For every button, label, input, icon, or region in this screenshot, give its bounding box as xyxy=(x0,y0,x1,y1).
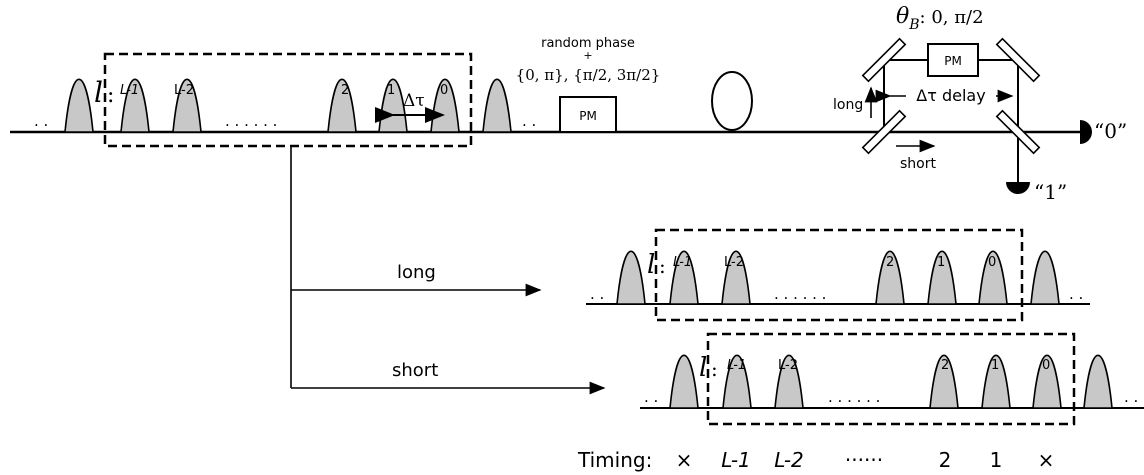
long-pulse-train: . . . . . . . . . . l : L-1 L-2 2 1 0 xyxy=(586,228,1090,322)
delay-label-bg xyxy=(906,84,996,106)
short-pulse-1 xyxy=(722,354,752,409)
timing-label: Timing: xyxy=(577,448,652,472)
top-middle-dots: . . . . . . xyxy=(225,112,277,130)
timing-slot-x-end: × xyxy=(1038,448,1055,472)
top-pulse-6 xyxy=(482,78,512,133)
long-pulse-label-L-1: L-1 xyxy=(673,255,692,270)
short-branch-label: short xyxy=(392,360,438,381)
long-l-colon: : xyxy=(659,254,666,278)
long-middle-dots: . . . . . . xyxy=(774,285,826,303)
short-l-colon: : xyxy=(711,357,718,381)
alice-pm-label: PM xyxy=(579,109,597,123)
timing-slot-ellipsis: ······ xyxy=(845,448,883,472)
short-pulse-6 xyxy=(1083,354,1113,409)
top-frame-box xyxy=(103,52,473,148)
top-l-colon: : xyxy=(107,83,114,108)
bob-pm-box xyxy=(927,43,979,77)
delta-tau-label: Δτ xyxy=(403,91,425,111)
mirror-top-right xyxy=(995,37,1041,83)
top-pulse-0 xyxy=(64,78,94,133)
short-pulse-2 xyxy=(774,354,804,409)
bs-out xyxy=(995,109,1041,155)
top-l-label: l xyxy=(94,76,103,109)
short-pulse-4 xyxy=(981,354,1011,409)
long-pulse-label-0: 0 xyxy=(988,255,996,270)
plus-label: + xyxy=(583,49,592,62)
long-pulse-1 xyxy=(669,250,699,305)
branch-tree: long short xyxy=(290,146,606,395)
detector1-label: “1” xyxy=(1034,180,1067,204)
top-pulse-2 xyxy=(172,78,202,133)
top-pulse-3 xyxy=(327,78,357,133)
long-pulse-5 xyxy=(978,250,1008,305)
top-lead-dots: . . xyxy=(34,112,48,130)
timing-slot-x-start: × xyxy=(676,448,693,472)
short-pulse-0 xyxy=(669,354,699,409)
top-pulse-label-L-1: L-1 xyxy=(120,83,139,98)
long-pulse-label-2: 2 xyxy=(886,255,894,270)
top-trail-dots: . . xyxy=(522,112,536,130)
bob-long-label: long xyxy=(833,97,863,113)
theta-b-label: θB: 0, π/2 xyxy=(896,4,984,33)
short-middle-dots: . . . . . . xyxy=(828,388,880,406)
long-pulse-0 xyxy=(616,250,646,305)
top-pulse-label-1: 1 xyxy=(387,83,395,98)
fiber-spool xyxy=(711,71,753,131)
long-pulse-label-L-2: L-2 xyxy=(724,255,744,270)
short-trail-dots: . . xyxy=(1124,388,1138,406)
alice-pm-box xyxy=(559,96,617,133)
long-pulse-4 xyxy=(927,250,957,305)
short-pulse-label-1: 1 xyxy=(991,358,999,373)
top-pulse-1 xyxy=(120,78,150,133)
top-pulse-label-2: 2 xyxy=(341,83,349,98)
short-pulse-label-0: 0 xyxy=(1042,358,1050,373)
short-pulse-3 xyxy=(929,354,959,409)
timing-slot-2: 2 xyxy=(939,448,952,472)
bob-pm-label: PM xyxy=(944,54,962,68)
long-l-label: l xyxy=(647,250,655,280)
top-pulse-label-0: 0 xyxy=(440,83,448,98)
bob-interferometer: θB: 0, π/2 PM long Δτ delay short “0” “1… xyxy=(833,4,1127,204)
short-pulse-label-2: 2 xyxy=(941,358,949,373)
timing-slot-L-1: L-1 xyxy=(721,448,751,472)
timing-slot-L-2: L-2 xyxy=(774,448,804,472)
long-pulse-3 xyxy=(875,250,905,305)
timing-row: Timing: × L-1 L-2 ······ 2 1 × xyxy=(577,448,1054,472)
random-phase-label: random phase xyxy=(541,36,635,51)
top-pulse-label-L-2: L-2 xyxy=(174,83,194,98)
long-pulse-2 xyxy=(721,250,751,305)
long-branch-label: long xyxy=(397,262,436,283)
bs-in xyxy=(861,109,907,155)
long-trail-dots: . . xyxy=(1069,285,1083,303)
short-lead-dots: . . xyxy=(644,388,658,406)
short-pulse-label-L-1: L-1 xyxy=(727,358,746,373)
short-pulse-label-L-2: L-2 xyxy=(778,358,798,373)
short-l-label: l xyxy=(699,353,707,383)
long-lead-dots: . . xyxy=(590,285,604,303)
long-frame-box xyxy=(654,228,1024,322)
bob-short-label: short xyxy=(900,156,936,172)
detector0-label: “0” xyxy=(1094,119,1127,143)
phase-set-label: {0, π}, {π/2, 3π/2} xyxy=(516,66,661,84)
short-pulse-5 xyxy=(1032,354,1062,409)
alice-modulator: random phase + {0, π}, {π/2, 3π/2} PM xyxy=(516,36,753,133)
short-frame-box xyxy=(706,332,1076,426)
detector0 xyxy=(1080,120,1092,144)
delay-label: Δτ delay xyxy=(916,86,985,105)
top-pulse-train: . . . . . . . . . . l : L-1 L-2 2 1 0 Δτ xyxy=(10,52,870,148)
mirror-top-left xyxy=(861,37,907,83)
long-pulse-label-1: 1 xyxy=(937,255,945,270)
detector1 xyxy=(1006,182,1030,194)
long-pulse-6 xyxy=(1030,250,1060,305)
short-pulse-train: . . . . . . . . . . l : L-1 L-2 2 1 0 xyxy=(640,332,1144,426)
timing-slot-1: 1 xyxy=(990,448,1003,472)
